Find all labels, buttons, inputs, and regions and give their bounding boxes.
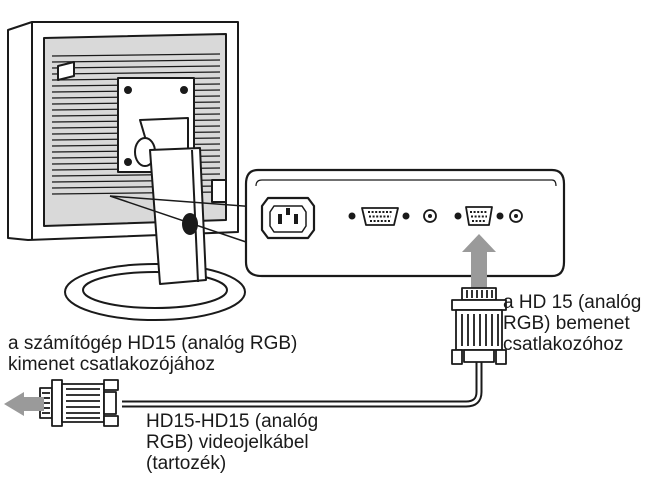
audio-jack-2 bbox=[509, 209, 523, 223]
label-line: csatlakozóhoz bbox=[503, 334, 624, 355]
label-line: RGB) bemenet bbox=[503, 313, 630, 334]
label-pc-output-connector: a számítógép HD15 (analóg RGB) kimenet c… bbox=[8, 333, 297, 375]
label-line: a számítógép HD15 (analóg RGB) bbox=[8, 333, 298, 354]
label-line: HD15-HD15 (analóg bbox=[146, 411, 319, 432]
audio-jack-1 bbox=[423, 209, 437, 223]
label-line: a HD 15 (analóg bbox=[503, 292, 642, 313]
monitor-rear-view bbox=[7, 21, 246, 321]
hd15-port bbox=[454, 206, 504, 226]
monitor-stand-neck bbox=[149, 147, 207, 285]
insert-direction-arrow-up bbox=[462, 234, 496, 294]
label-line: (tartozék) bbox=[146, 453, 227, 474]
label-monitor-input-connector: a HD 15 (analóg RGB) bemenet csatlakozóh… bbox=[503, 292, 641, 355]
dvi-port bbox=[348, 207, 410, 226]
label-video-cable: HD15-HD15 (analóg RGB) videojelkábel (ta… bbox=[146, 411, 318, 474]
zoom-callout-lines bbox=[109, 195, 271, 245]
label-line: kimenet csatlakozójához bbox=[8, 354, 215, 375]
hd15-plug-pc-side bbox=[39, 379, 119, 427]
connector-panel bbox=[244, 168, 566, 278]
direction-arrow-left bbox=[4, 392, 44, 416]
label-line: RGB) videojelkábel bbox=[146, 432, 309, 453]
ac-power-inlet bbox=[260, 196, 316, 240]
hd15-plug-monitor-side bbox=[451, 287, 507, 365]
